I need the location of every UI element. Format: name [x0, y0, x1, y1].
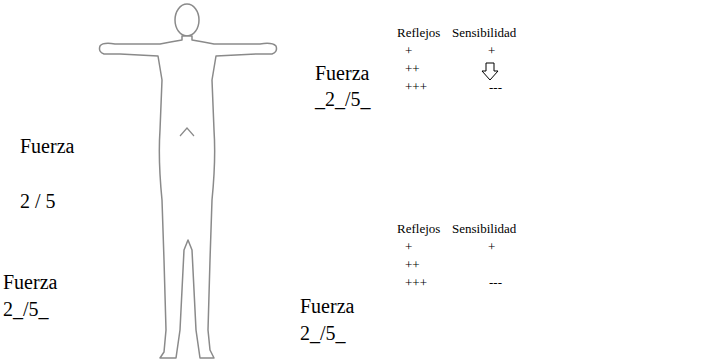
sensitivity-grade: ---	[489, 276, 502, 291]
head-outline	[175, 4, 199, 36]
reflex-grade: +++	[405, 80, 427, 95]
reflex-grade: +	[405, 44, 412, 59]
reflex-grade: ++	[405, 62, 420, 77]
reflex-grade: +++	[405, 276, 427, 291]
reflex-grade: +	[405, 240, 412, 255]
sensitivity-grade: +	[488, 44, 495, 59]
column-header: Reflejos	[397, 26, 440, 41]
strength-score: 2_/5_	[300, 322, 346, 345]
reflex-grade: ++	[405, 258, 420, 273]
strength-score: 2 / 5	[20, 190, 56, 213]
sensitivity-grade: +	[488, 240, 495, 255]
strength-label: Fuerza	[3, 271, 57, 294]
strength-score: _2_/5_	[315, 88, 371, 111]
down-arrow-symbol	[482, 63, 498, 80]
strength-label: Fuerza	[20, 135, 74, 158]
column-header: Reflejos	[397, 222, 440, 237]
chest-mark	[180, 128, 194, 136]
column-header: Sensibilidad	[452, 26, 516, 41]
strength-label: Fuerza	[300, 295, 354, 318]
column-header: Sensibilidad	[452, 222, 516, 237]
strength-label: Fuerza	[315, 62, 369, 85]
sensitivity-grade: ---	[489, 81, 502, 96]
body-outline	[100, 36, 277, 358]
strength-score: 2_/5_	[3, 298, 49, 321]
